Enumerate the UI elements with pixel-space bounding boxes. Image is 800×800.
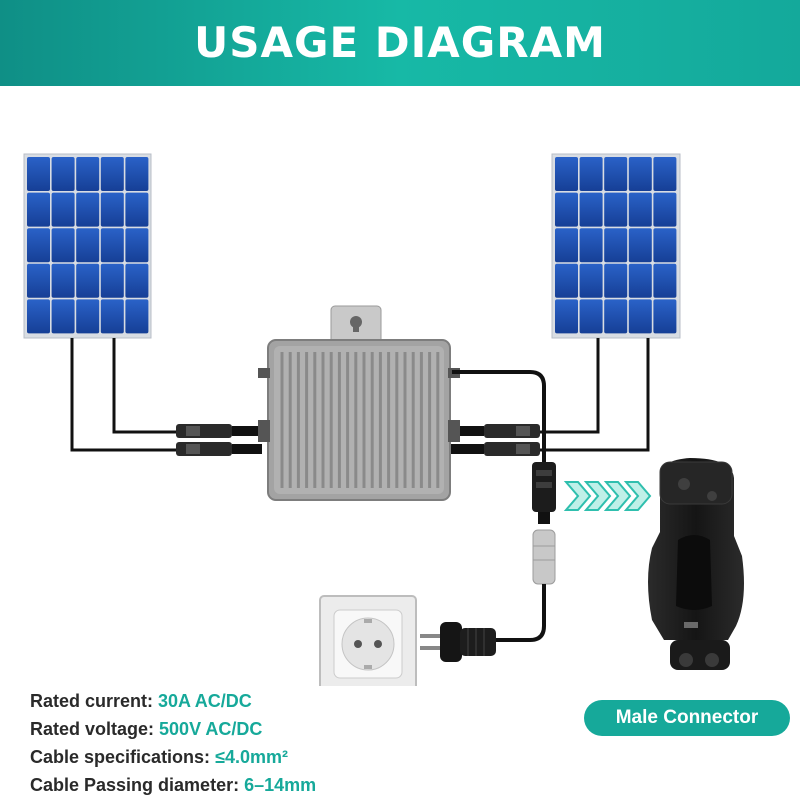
solar-cell <box>555 263 578 298</box>
spec-value: ≤4.0mm² <box>215 747 288 767</box>
solar-cell <box>51 263 75 298</box>
solar-cell <box>579 228 603 263</box>
solar-cell <box>579 192 603 227</box>
solar-cell <box>604 192 628 227</box>
page-title: USAGE DIAGRAM <box>194 18 606 67</box>
solar-cell <box>604 299 628 334</box>
left-mc4-connectors <box>176 424 262 456</box>
solar-cell <box>100 192 124 227</box>
solar-cell <box>628 157 652 191</box>
solar-cell <box>100 157 124 191</box>
right-solar-panel-icon <box>551 153 681 339</box>
solar-cell <box>653 263 677 298</box>
male-connector-icon <box>648 458 744 670</box>
spec-value: 500V AC/DC <box>159 719 263 739</box>
solar-cell <box>604 157 628 191</box>
spec-value: 30A AC/DC <box>158 691 252 711</box>
left-panel-cables <box>70 338 176 452</box>
spec-cable-diameter: Cable Passing diameter: 6–14mm <box>30 772 316 800</box>
spec-rated-voltage: Rated voltage: 500V AC/DC <box>30 716 316 744</box>
solar-cell <box>579 157 603 191</box>
solar-cell <box>555 157 578 191</box>
solar-cell <box>51 299 75 334</box>
micro-inverter-icon <box>258 305 460 501</box>
solar-cell <box>27 157 50 191</box>
solar-cell <box>125 157 149 191</box>
solar-cell <box>555 192 578 227</box>
ac-cable-coupler <box>532 529 556 585</box>
solar-cell <box>653 228 677 263</box>
schuko-plug-icon <box>420 622 496 662</box>
plug-cable <box>494 584 546 642</box>
solar-cell <box>628 228 652 263</box>
right-mc4-connectors <box>450 424 540 456</box>
spec-label: Cable Passing diameter: <box>30 775 245 795</box>
spec-list: Rated current: 30A AC/DC Rated voltage: … <box>30 688 316 800</box>
solar-cell <box>76 299 100 334</box>
solar-cell <box>76 228 100 263</box>
solar-cell <box>51 228 75 263</box>
spec-rated-current: Rated current: 30A AC/DC <box>30 688 316 716</box>
solar-cell <box>100 263 124 298</box>
solar-cell <box>604 228 628 263</box>
solar-cell <box>579 299 603 334</box>
solar-cell <box>125 192 149 227</box>
solar-cell <box>51 192 75 227</box>
male-connector-label: Male Connector <box>584 700 790 736</box>
left-solar-panel-icon <box>23 153 152 339</box>
ac-cable-connector <box>532 462 556 524</box>
solar-cell <box>125 228 149 263</box>
solar-cell <box>27 228 50 263</box>
solar-cell <box>653 192 677 227</box>
header-banner: USAGE DIAGRAM <box>0 0 800 86</box>
solar-cell <box>628 192 652 227</box>
solar-cell <box>653 157 677 191</box>
solar-cell <box>76 157 100 191</box>
spec-label: Rated voltage: <box>30 719 160 739</box>
spec-cable-specifications: Cable specifications: ≤4.0mm² <box>30 744 316 772</box>
solar-cell <box>653 299 677 334</box>
solar-cell <box>579 263 603 298</box>
spec-label: Rated current: <box>30 691 159 711</box>
wall-socket-icon <box>319 595 417 686</box>
ac-output-cable <box>452 370 546 470</box>
solar-cell <box>100 299 124 334</box>
solar-cell <box>51 157 75 191</box>
spec-label: Cable specifications: <box>30 747 216 767</box>
solar-cell <box>125 263 149 298</box>
solar-cell <box>628 263 652 298</box>
solar-cell <box>76 192 100 227</box>
solar-cell <box>604 263 628 298</box>
solar-cell <box>125 299 149 334</box>
solar-cell <box>27 263 50 298</box>
solar-cell <box>27 299 50 334</box>
solar-cell <box>76 263 100 298</box>
chevron-right-icon <box>563 481 652 511</box>
solar-cell <box>628 299 652 334</box>
solar-cell <box>100 228 124 263</box>
right-panel-cables <box>540 338 650 452</box>
solar-cell <box>555 228 578 263</box>
solar-cell <box>27 192 50 227</box>
solar-cell <box>555 299 578 334</box>
usage-diagram <box>23 153 744 686</box>
spec-value: 6–14mm <box>244 775 317 795</box>
